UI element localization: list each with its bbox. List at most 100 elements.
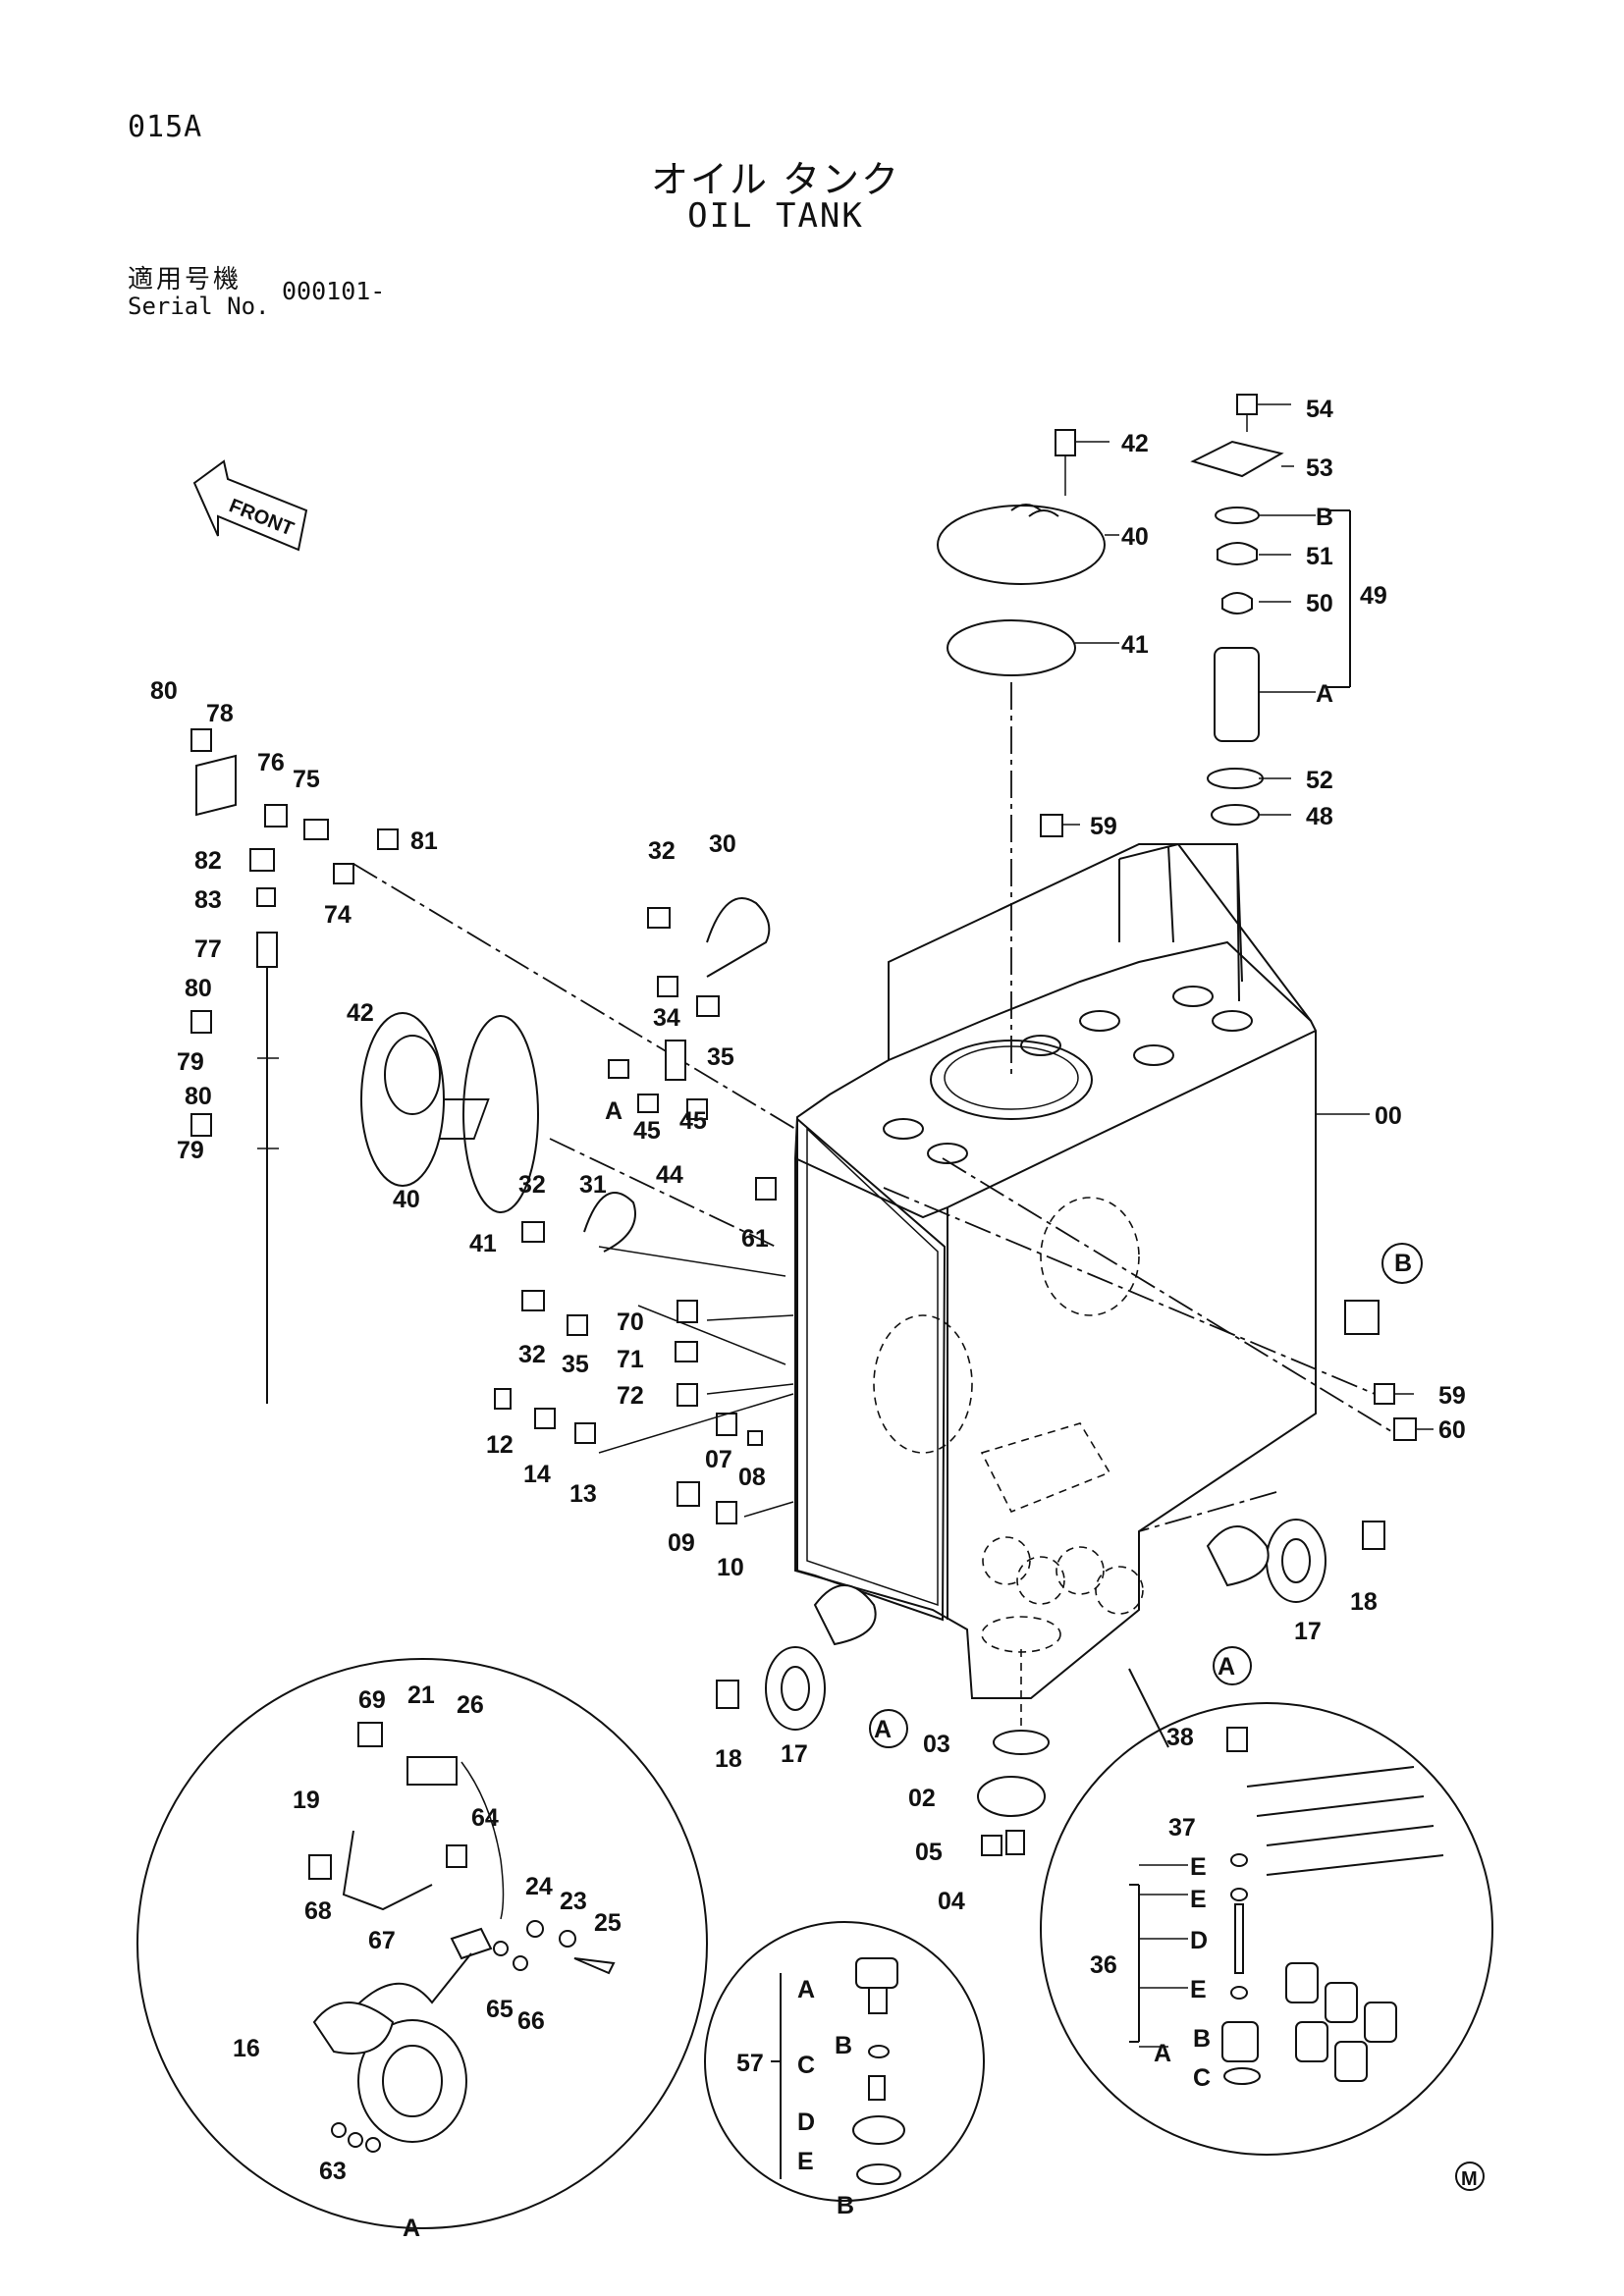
callout-41-top: 41	[1121, 631, 1149, 659]
callout-E-3: E	[1190, 1976, 1207, 2003]
bottom-drain-cover	[977, 1730, 1050, 1856]
callout-80-c: 80	[185, 1083, 212, 1110]
callout-35-b: 35	[562, 1351, 589, 1378]
callout-E-57: E	[797, 2148, 814, 2175]
leader-lines	[1062, 403, 1434, 1430]
callout-37: 37	[1168, 1814, 1196, 1842]
callout-82: 82	[194, 847, 222, 875]
callout-17-right: 17	[1294, 1618, 1322, 1645]
callout-03: 03	[923, 1731, 950, 1758]
callout-67: 67	[368, 1927, 396, 1954]
callout-60: 60	[1438, 1416, 1466, 1444]
callout-83: 83	[194, 886, 222, 914]
callout-80-a: 80	[150, 677, 178, 705]
callout-75: 75	[293, 766, 320, 793]
detail-circle-a-left	[136, 1658, 708, 2229]
callout-07: 07	[705, 1446, 732, 1473]
page-title-en: OIL TANK	[687, 196, 864, 236]
callout-32-b: 32	[518, 1171, 546, 1199]
callout-A-filter: A	[1154, 2040, 1171, 2067]
callout-53: 53	[1306, 454, 1333, 482]
callout-18-left: 18	[715, 1745, 742, 1773]
callout-23: 23	[560, 1888, 587, 1915]
callout-05: 05	[915, 1839, 943, 1866]
detail-circle-breather	[704, 1921, 985, 2202]
callout-B-filter: B	[1193, 2025, 1211, 2053]
callout-44: 44	[656, 1161, 683, 1189]
svg-text:M: M	[1461, 2168, 1478, 2190]
callout-A-44: A	[605, 1097, 623, 1125]
callout-D-filter: D	[1190, 1927, 1208, 1954]
serial-label-en: Serial No.	[128, 293, 270, 320]
callout-24: 24	[525, 1873, 553, 1900]
footer-m-mark: M	[1455, 2162, 1485, 2191]
callout-17-left: 17	[781, 1740, 808, 1768]
callout-81: 81	[410, 828, 438, 855]
callout-13: 13	[569, 1480, 597, 1508]
callout-34: 34	[653, 1004, 680, 1032]
sensor-harness-group	[521, 897, 786, 1365]
page-code: 015A	[128, 110, 203, 144]
serial-label-jp: 適用号機	[128, 265, 243, 294]
callout-E-2: E	[1190, 1886, 1207, 1913]
callout-76: 76	[257, 749, 285, 776]
callout-32-c: 32	[518, 1341, 546, 1368]
page-title-jp: オイル タンク	[650, 158, 901, 201]
callout-00: 00	[1375, 1102, 1402, 1130]
callout-A-right: A	[1218, 1653, 1235, 1681]
callout-A-57: A	[797, 1976, 815, 2003]
callout-69: 69	[358, 1686, 386, 1714]
callout-52: 52	[1306, 767, 1333, 794]
callout-54: 54	[1306, 396, 1333, 423]
callout-71: 71	[617, 1346, 644, 1373]
callout-B-57-bottom: B	[837, 2192, 854, 2219]
callout-77: 77	[194, 935, 222, 963]
callout-61: 61	[741, 1225, 769, 1253]
front-arrow: FRONT	[192, 459, 308, 552]
callout-42-side: 42	[347, 999, 374, 1027]
drain-fittings	[494, 1300, 794, 1524]
callout-30: 30	[709, 830, 736, 858]
callout-48: 48	[1306, 803, 1333, 830]
callout-40-top: 40	[1121, 523, 1149, 551]
callout-18-right: 18	[1350, 1588, 1378, 1616]
callout-45-b: 45	[679, 1107, 707, 1135]
callout-A-detail: A	[403, 2215, 420, 2242]
callout-35-a: 35	[707, 1043, 734, 1071]
callout-51: 51	[1306, 543, 1333, 570]
callout-80-b: 80	[185, 975, 212, 1002]
callout-36: 36	[1090, 1951, 1117, 1979]
serial-value: 000101-	[282, 277, 386, 305]
callout-21: 21	[407, 1682, 435, 1709]
callout-12: 12	[486, 1431, 514, 1459]
callout-09: 09	[668, 1529, 695, 1557]
callout-68: 68	[304, 1897, 332, 1925]
callout-40-side: 40	[393, 1186, 420, 1213]
side-cover-40	[360, 1012, 777, 1248]
callout-02: 02	[908, 1785, 936, 1812]
callout-C-57: C	[797, 2052, 815, 2079]
callout-26: 26	[457, 1691, 484, 1719]
callout-10: 10	[717, 1554, 744, 1581]
callout-A-top: A	[1316, 680, 1333, 708]
level-gauge-rod	[190, 728, 796, 1404]
callout-49: 49	[1360, 582, 1387, 610]
callout-C-filter: C	[1193, 2064, 1211, 2092]
callout-19: 19	[293, 1787, 320, 1814]
callout-78: 78	[206, 700, 234, 727]
callout-42-top: 42	[1121, 430, 1149, 457]
callout-E-1: E	[1190, 1853, 1207, 1881]
callout-57: 57	[736, 2050, 764, 2077]
callout-B-top: B	[1316, 504, 1333, 531]
callout-25: 25	[594, 1909, 622, 1937]
callout-16: 16	[233, 2035, 260, 2062]
callout-64: 64	[471, 1804, 499, 1832]
callout-66: 66	[517, 2007, 545, 2035]
top-cover-40	[937, 429, 1106, 1080]
callout-70: 70	[617, 1308, 644, 1336]
detail-circle-filters	[1040, 1668, 1493, 2156]
callout-A-left: A	[874, 1716, 892, 1743]
callout-45-a: 45	[633, 1117, 661, 1145]
callout-labels: 54 53 B 51 50 49 A 52 48 42 40 41 59 00 …	[150, 396, 1466, 2242]
